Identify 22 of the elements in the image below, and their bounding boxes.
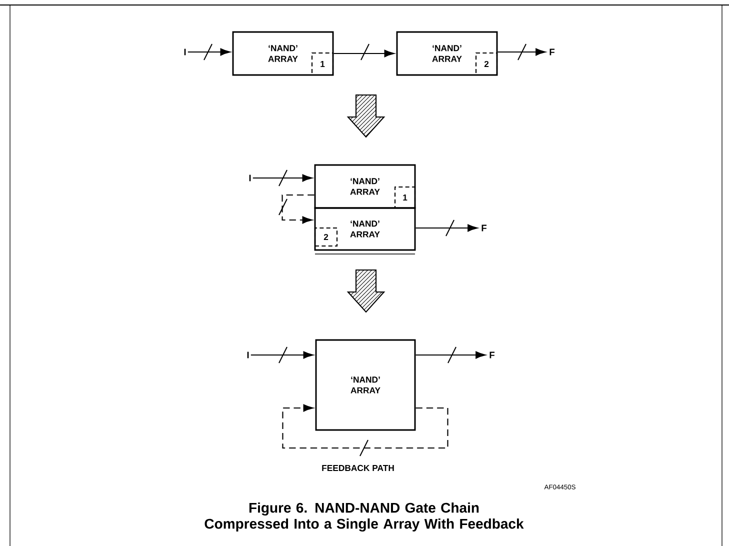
section-box: 1 — [394, 186, 416, 209]
bus-arrow — [278, 194, 314, 224]
array-box: ‘NAND’ ARRAY — [315, 339, 416, 431]
section-box: 2 — [314, 227, 338, 247]
section-box: 2 — [475, 52, 498, 76]
terminal-label: F — [482, 224, 486, 232]
terminal-label: I — [247, 352, 249, 358]
bus-arrow — [416, 220, 478, 236]
bus-arrow — [334, 44, 394, 60]
bus-arrow — [498, 44, 546, 60]
bus-arrow — [250, 346, 314, 364]
bus-arrow — [416, 346, 486, 364]
bus-arrow — [282, 404, 448, 456]
bus-arrow — [252, 170, 312, 186]
terminal-label: I — [184, 48, 186, 56]
edge-label: FEEDBACK PATH — [322, 464, 394, 472]
figure-caption: Figure 6. NAND-NAND Gate Chain Compressed Into a Single Array With Feedback — [204, 502, 524, 532]
section-box: 1 — [311, 52, 334, 76]
terminal-label: I — [249, 174, 251, 182]
bus-arrow — [188, 44, 230, 60]
terminal-label: F — [490, 352, 494, 358]
terminal-label: F — [550, 48, 554, 56]
